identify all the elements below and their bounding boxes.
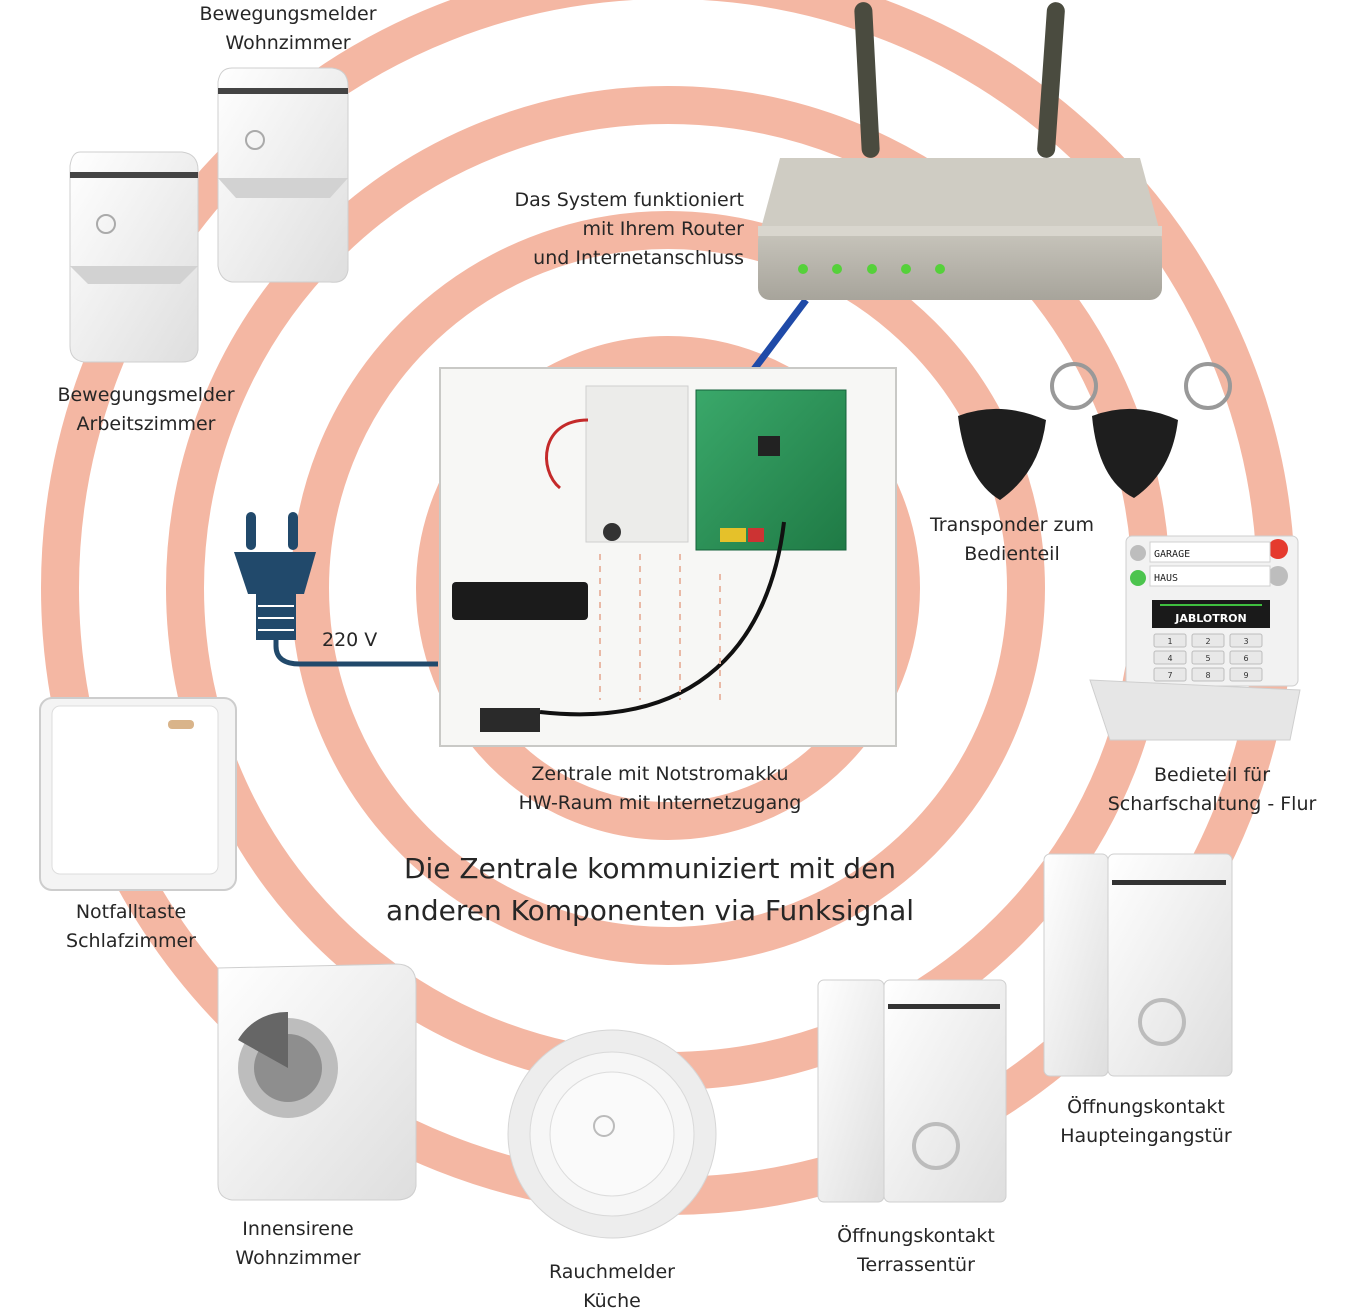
keypad-key [1229, 650, 1263, 665]
motion-detector-wohnzimmer-icon [217, 67, 349, 283]
keypad-brand: JABLOTRON [1174, 612, 1247, 625]
keypad-key [1191, 667, 1225, 682]
label-kontakt-terrasse: Öffnungskontakt Terrassentür [837, 1225, 995, 1276]
door-contact-haupteingang-icon [1043, 853, 1233, 1077]
keypad-key-label: 5 [1205, 654, 1210, 663]
keypad-key-label: 2 [1205, 637, 1210, 646]
keypad-key [1191, 633, 1225, 648]
keypad-key [1191, 650, 1225, 665]
keypad-key [1153, 650, 1187, 665]
router-icon [758, 2, 1162, 300]
keypad-haus-label: HAUS [1154, 573, 1178, 584]
label-bewegungsmelder-wohnzimmer: Bewegungsmelder Wohnzimmer [199, 3, 377, 54]
label-bedienteil: Bedieteil für Scharfschaltung - Flur [1107, 764, 1317, 815]
label-notfalltaste: Notfalltaste Schlafzimmer [66, 901, 196, 952]
motion-detector-arbeitszimmer-icon [69, 151, 199, 363]
label-transponder: Transponder zum Bedienteil [929, 514, 1095, 565]
keypad-key-label: 4 [1167, 654, 1172, 663]
label-innensirene: Innensirene Wohnzimmer [235, 1218, 361, 1269]
label-kontakt-haupteingang: Öffnungskontakt Haupteingangstür [1060, 1096, 1232, 1147]
label-zentrale: Zentrale mit Notstromakku HW-Raum mit In… [518, 763, 802, 814]
keypad-key-label: 3 [1243, 637, 1248, 646]
keypad-icon: GARAGE HAUS JABLOTRON 1 2 3 4 5 6 7 8 9 [1089, 535, 1301, 741]
control-panel-icon [439, 367, 897, 747]
keypad-key-label: 7 [1167, 671, 1172, 680]
keypad-key-label: 6 [1243, 654, 1248, 663]
ring-2 [291, 211, 1045, 965]
smoke-detector-icon [507, 1029, 717, 1239]
headline: Die Zentrale kommuniziert mit den andere… [385, 852, 915, 927]
keypad-key-label: 1 [1167, 637, 1172, 646]
ring-1 [416, 336, 920, 840]
door-contact-terrasse-icon [817, 979, 1007, 1203]
label-bewegungsmelder-arbeitszimmer: Bewegungsmelder Arbeitszimmer [57, 384, 235, 435]
power-plug-icon [234, 512, 438, 667]
keypad-key [1229, 667, 1263, 682]
router-cable [749, 297, 809, 375]
label-voltage: 220 V [322, 629, 378, 651]
label-router: Das System funktioniert mit Ihrem Router… [514, 189, 744, 269]
indoor-siren-icon [217, 963, 417, 1201]
keypad-key-label: 8 [1205, 671, 1210, 680]
keypad-keys: 1 2 3 4 5 6 7 8 9 [1153, 633, 1263, 682]
emergency-button-icon [39, 697, 237, 891]
keypad-key-label: 9 [1243, 671, 1248, 680]
keypad-key [1229, 633, 1263, 648]
label-rauchmelder: Rauchmelder Küche [549, 1261, 675, 1312]
keypad-garage-label: GARAGE [1154, 549, 1190, 560]
transponder-fobs-icon [958, 362, 1232, 500]
keypad-key [1153, 667, 1187, 682]
keypad-key [1153, 633, 1187, 648]
